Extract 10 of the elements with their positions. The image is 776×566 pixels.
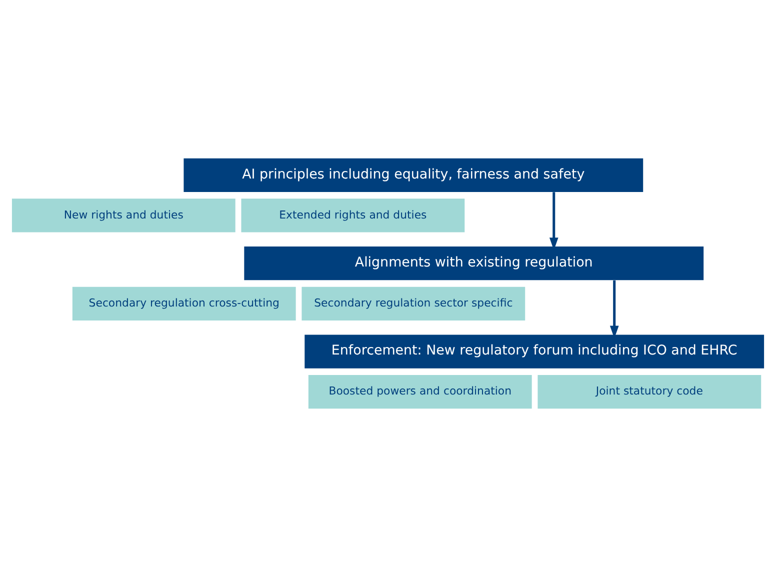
node-box: New rights and duties <box>12 198 236 232</box>
node-box: Secondary regulation sector specific <box>302 286 526 320</box>
arrow <box>610 280 619 338</box>
node-box: Extended rights and duties <box>241 198 465 232</box>
node-box: Secondary regulation cross-cutting <box>72 286 296 320</box>
node-box: AI principles including equality, fairness and safety <box>184 158 644 192</box>
node-box: Alignments with existing regulation <box>244 246 704 280</box>
node-box: Joint statutory code <box>538 374 762 408</box>
node-box: Enforcement: New regulatory forum including ICO and EHRC <box>304 334 764 368</box>
node-box: Boosted powers and coordination <box>308 374 532 408</box>
